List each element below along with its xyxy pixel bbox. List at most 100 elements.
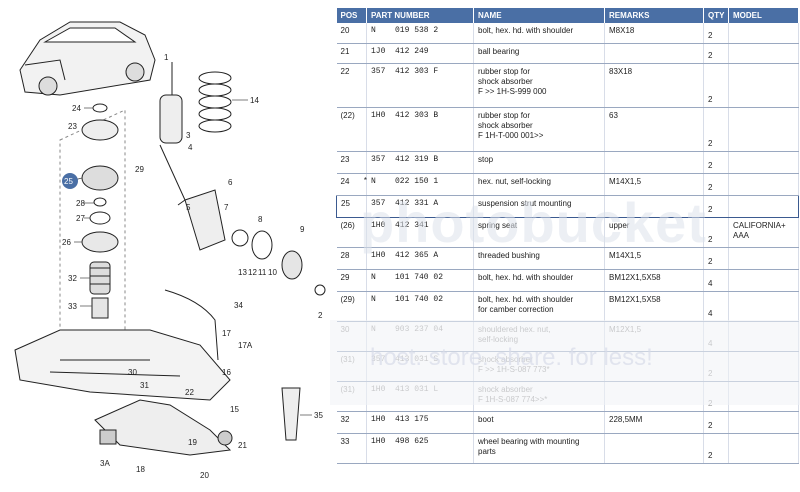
cell-qty: 4 xyxy=(703,291,729,322)
callout-26: 26 xyxy=(62,238,71,247)
cell-pos-text: (31) xyxy=(340,384,355,394)
cell-qty-text: 2 xyxy=(708,450,713,460)
callout-30: 30 xyxy=(128,368,137,377)
cell-remarks: M12X1,5 xyxy=(604,321,704,352)
cell-name-text: wheel bearing with mounting parts xyxy=(478,436,580,456)
cell-pos-text: 25 xyxy=(341,198,350,208)
col-header-model: MODEL xyxy=(728,8,799,23)
cell-qty-text: 2 xyxy=(708,138,713,148)
callout-21: 21 xyxy=(238,441,247,450)
cell-name-text: suspension strut mounting xyxy=(478,198,572,208)
strut-mount-stack xyxy=(81,103,119,319)
part-number-text: 357 412 319 B xyxy=(371,154,439,164)
cell-remarks-text: M8X18 xyxy=(609,26,635,35)
cell-name-text: spring seat xyxy=(478,220,518,230)
cell-name-text: ball bearing xyxy=(478,46,520,56)
callout-11: 11 xyxy=(258,268,267,277)
table-row[interactable]: (22) 1H0 412 303 B rubber stop for shock a… xyxy=(336,107,799,152)
callout-25: 25 xyxy=(64,177,73,186)
cell-part-number: N 903 237 04 xyxy=(366,321,474,352)
cell-pos-text: 32 xyxy=(340,414,350,424)
cell-name: threaded bushing xyxy=(473,247,605,270)
cell-pos-text: 24 xyxy=(340,176,350,186)
cell-model xyxy=(728,63,799,108)
cell-pos: (22) xyxy=(336,107,367,152)
cell-part-number: 1H0 413 031 L xyxy=(366,381,474,412)
col-header-qty: QTY xyxy=(703,8,729,23)
cell-model xyxy=(728,194,799,218)
cell-model xyxy=(728,321,799,352)
cell-pos: 30 xyxy=(336,321,367,352)
cell-pos-text: (22) xyxy=(340,110,355,120)
cell-name-text: bolt, hex. hd. with shoulder for camber … xyxy=(478,294,574,314)
part-number-text: 1H0 412 303 B xyxy=(371,110,439,120)
cell-qty-text: 2 xyxy=(708,30,713,40)
callout-3: 3 xyxy=(186,131,191,140)
part-number-text: 1H0 412 341 xyxy=(371,220,429,230)
cell-model xyxy=(728,107,799,152)
cell-name-text: threaded bushing xyxy=(478,250,540,260)
cell-name: ball bearing xyxy=(473,43,605,64)
cell-name: shouldered hex. nut, self-locking xyxy=(473,321,605,352)
cell-remarks: 228,5MM xyxy=(604,411,704,434)
part-number-text: 1H0 412 365 A xyxy=(371,250,439,260)
callout-15: 15 xyxy=(230,405,239,414)
callout-33-left: 33 xyxy=(68,302,77,311)
cell-pos-text: 22 xyxy=(340,66,350,76)
cell-model xyxy=(728,433,799,464)
cell-model xyxy=(728,291,799,322)
cell-part-number: 1H0 412 341 xyxy=(366,217,474,248)
cell-name: rubber stop for shock absorber F 1H-T-00… xyxy=(473,107,605,152)
callout-12: 12 xyxy=(248,268,257,277)
col-header-remarks: REMARKS xyxy=(604,8,704,23)
cell-qty: 2 xyxy=(703,351,729,382)
cell-remarks: M14X1,5 xyxy=(604,247,704,270)
cell-qty: 2 xyxy=(703,23,729,44)
cell-qty: 2 xyxy=(703,194,729,218)
shock-absorber xyxy=(159,62,186,206)
cell-qty: 2 xyxy=(703,173,729,196)
callout-19: 19 xyxy=(188,438,197,447)
cell-remarks-text: 83X18 xyxy=(609,66,633,76)
cell-qty-text: 2 xyxy=(708,398,713,408)
cell-model: CALIFORNIA+ AAA xyxy=(728,217,799,248)
part-number-text: N 022 150 1 xyxy=(371,176,439,186)
cell-remarks: 63 xyxy=(604,107,704,152)
cell-qty: 2 xyxy=(703,381,729,412)
callout-1: 1 xyxy=(164,53,169,62)
cell-qty-text: 2 xyxy=(708,256,713,266)
cell-remarks: upper xyxy=(604,217,704,248)
cell-part-number: N 101 740 02 xyxy=(366,269,474,292)
new-part-marker: * xyxy=(363,176,368,186)
callout-22: 22 xyxy=(185,388,194,397)
cell-model xyxy=(728,247,799,270)
cell-remarks: BM12X1,5X58 xyxy=(604,269,704,292)
cell-qty-text: 4 xyxy=(708,308,713,318)
cell-model xyxy=(728,173,799,196)
cell-qty: 2 xyxy=(703,217,729,248)
cell-qty-text: 2 xyxy=(708,182,713,192)
exploded-parts-diagram: 24 23 25 29 28 27 26 32 33 1 14 13 12 11… xyxy=(14,21,326,480)
part-number-text: 1H0 413 031 L xyxy=(371,384,439,394)
callout-6: 6 xyxy=(228,178,233,187)
cell-remarks-text: BM12X1,5X58 xyxy=(609,272,661,282)
cell-pos: 32 xyxy=(336,411,367,434)
cell-pos: 21 xyxy=(336,43,367,64)
cell-remarks-text: M14X1,5 xyxy=(609,176,642,186)
cell-model xyxy=(728,411,799,434)
